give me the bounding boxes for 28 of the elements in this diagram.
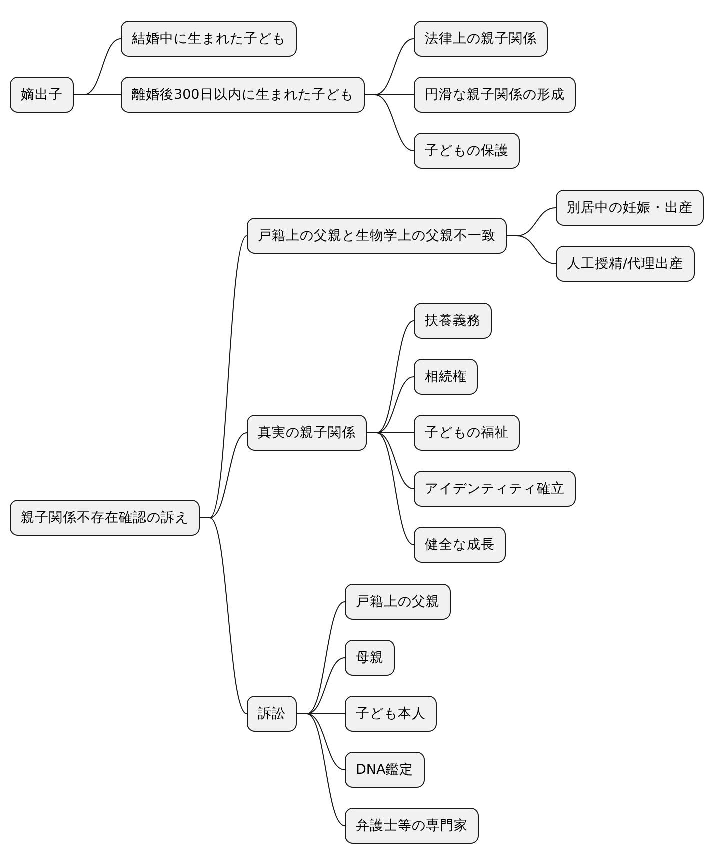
connector-line bbox=[200, 518, 248, 714]
topic-box: 弁護士等の専門家 bbox=[345, 808, 479, 844]
topic-box: 子どもの保護 bbox=[414, 133, 520, 169]
topic-box: 訴訟 bbox=[247, 696, 297, 732]
topic-box: DNA鑑定 bbox=[345, 752, 425, 788]
topic-box: 離婚後300日以内に生まれた子ども bbox=[121, 77, 365, 113]
topic-box: 戸籍上の父親と生物学上の父親不一致 bbox=[247, 218, 507, 254]
connector-line bbox=[74, 94, 122, 96]
topic-box: 相続権 bbox=[414, 359, 478, 395]
topic-box: 別居中の妊娠・出産 bbox=[556, 190, 704, 226]
topic-box: 結婚中に生まれた子ども bbox=[121, 21, 297, 57]
topic-box: 法律上の親子関係 bbox=[414, 21, 548, 57]
topic-box: 親子関係不存在確認の訴え bbox=[10, 500, 200, 536]
topic-box: 健全な成長 bbox=[414, 527, 506, 563]
topic-box: 扶養義務 bbox=[414, 303, 492, 339]
topic-box: 母親 bbox=[345, 640, 395, 676]
topic-box: 円滑な親子関係の形成 bbox=[414, 77, 576, 113]
topic-box: 嫡出子 bbox=[10, 77, 74, 113]
topic-box: 真実の親子関係 bbox=[247, 415, 367, 451]
connector-line bbox=[366, 432, 414, 546]
connector-line bbox=[364, 94, 414, 152]
topic-box: アイデンティティ確立 bbox=[414, 471, 576, 507]
topic-box: 子ども本人 bbox=[345, 696, 437, 732]
topic-box: 戸籍上の父親 bbox=[345, 584, 451, 620]
topic-box: 子どもの福祉 bbox=[414, 415, 520, 451]
topic-box: 人工授精/代理出産 bbox=[556, 246, 695, 282]
connector-line bbox=[296, 714, 346, 826]
connector-line bbox=[506, 236, 556, 264]
